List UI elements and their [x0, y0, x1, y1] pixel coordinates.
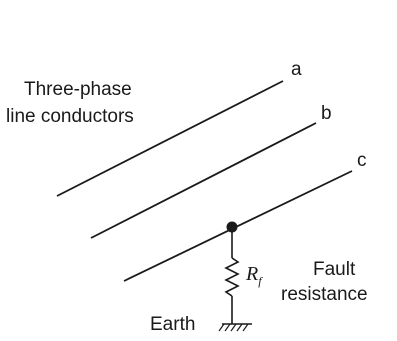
- fault-resistor: [224, 257, 240, 297]
- conductor-c: [123, 170, 353, 282]
- resistor-symbol: R: [246, 263, 259, 285]
- resistor-subscript: f: [258, 274, 262, 288]
- conductor-a: [56, 80, 284, 197]
- title-line-1: Three-phase: [24, 79, 132, 100]
- earth-label: Earth: [150, 314, 196, 335]
- phase-label-b: b: [321, 103, 332, 124]
- earth-symbol: [218, 323, 252, 332]
- conductor-b: [90, 122, 317, 239]
- title-line-2: line conductors: [6, 106, 134, 127]
- fault-label-line-1: Fault: [313, 259, 356, 280]
- resistor-label: Rf: [246, 263, 262, 289]
- phase-label-c: c: [357, 150, 367, 171]
- fault-label-line-2: resistance: [281, 284, 368, 305]
- phase-label-a: a: [291, 59, 302, 80]
